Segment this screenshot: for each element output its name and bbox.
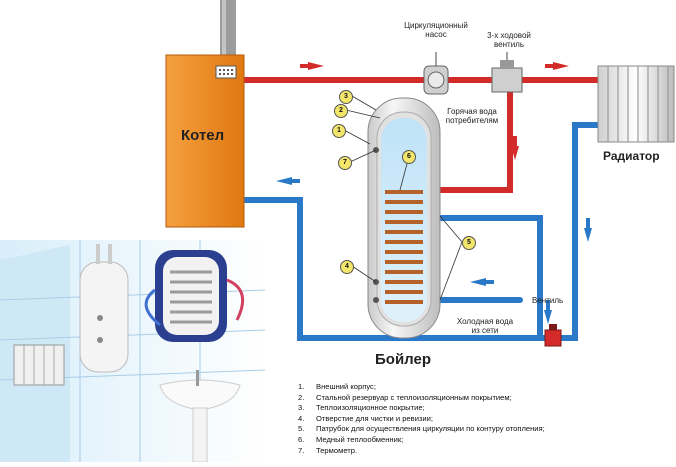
hot-water-label: Горячая вода потребителям [445, 107, 499, 125]
callout-1: 1 [332, 124, 346, 138]
three-way-valve [491, 52, 523, 93]
pump [423, 52, 449, 95]
leader-lines [343, 95, 463, 301]
bathroom-illustration [0, 240, 266, 463]
legend-item: 3.Теплоизоляционное покрытие; [298, 403, 425, 413]
callout-5: 5 [462, 236, 476, 250]
bath-water-heater [79, 244, 129, 373]
radiator-valve [544, 324, 562, 347]
bath-cutaway-tank [144, 250, 245, 342]
valve-label: Вентиль [532, 296, 564, 305]
legend-item: 7.Термометр. [298, 445, 358, 455]
cold-pipes [241, 122, 603, 341]
tank-label: Бойлер [375, 351, 432, 368]
callout-3: 3 [339, 90, 353, 104]
tank [367, 97, 441, 339]
radiator [597, 65, 675, 143]
legend-item: 1.Внешний корпус; [298, 382, 376, 391]
flow-arrows [276, 62, 592, 324]
legend-item: 2.Стальной резервуар с теплоизоляционным… [298, 392, 512, 402]
callout-4: 4 [340, 260, 354, 274]
three-way-valve-label: 3-х ходовой вентиль [487, 31, 531, 49]
copper-coil [385, 190, 423, 304]
cold-water-label: Холодная вода из сети [456, 317, 514, 335]
pump-label: Циркуляционный насос [404, 21, 468, 39]
radiator-label: Радиатор [603, 149, 660, 163]
legend: 1.Внешний корпус; 2.Стальной резервуар с… [298, 382, 545, 456]
boiler-unit-label: Котел [181, 127, 225, 144]
callout-2: 2 [334, 104, 348, 118]
callout-6: 6 [402, 150, 416, 164]
legend-item: 5.Патрубок для осуществления циркуляции … [298, 424, 545, 434]
legend-item: 4.Отверстие для чистки и ревизии; [298, 413, 434, 423]
legend-item: 6.Медный теплообменник; [298, 434, 404, 444]
callout-7: 7 [338, 156, 352, 170]
bath-radiator [13, 344, 65, 386]
boiler-unit [165, 0, 245, 228]
